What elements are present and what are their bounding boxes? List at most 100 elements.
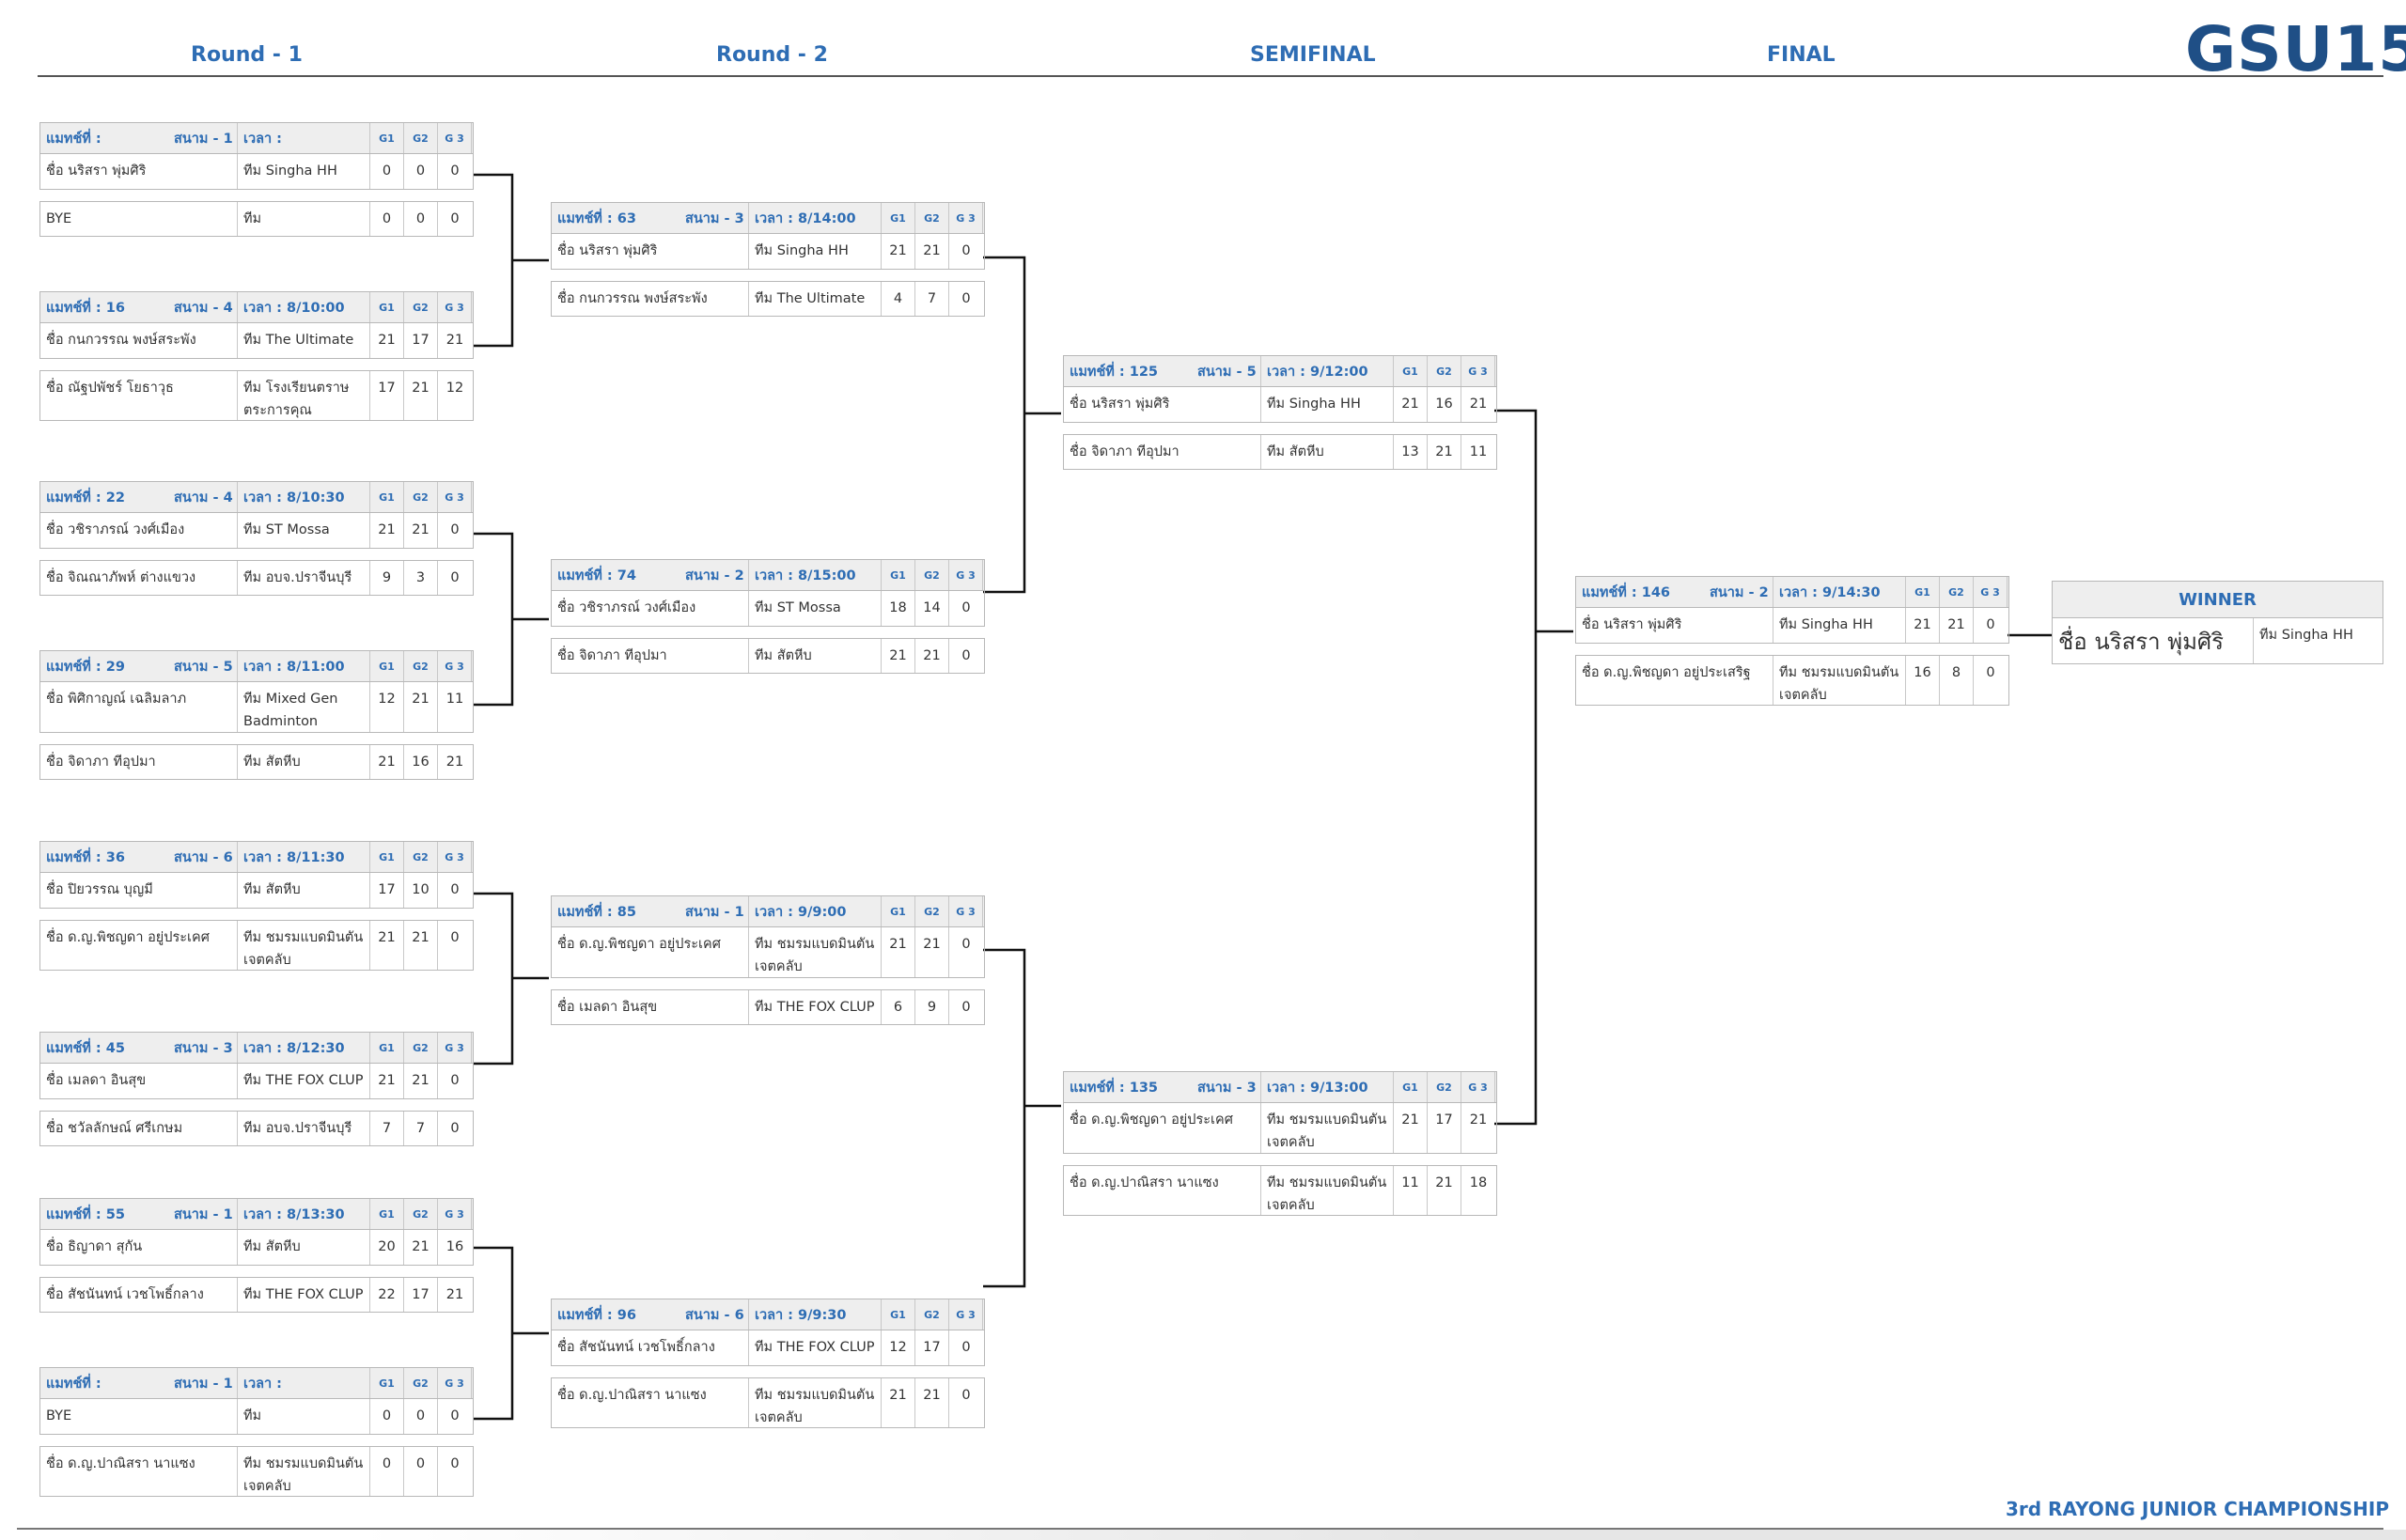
- game-label-3: G 3: [438, 842, 472, 872]
- game-score: 21: [404, 1064, 438, 1098]
- player-team: ทีม อบจ.ปราจีนบุรี: [238, 561, 370, 595]
- court-label: สนาม - 5: [1197, 364, 1257, 380]
- match-number: แมทช์ที่ : 55: [40, 1199, 238, 1229]
- game-label-3: G 3: [1461, 1072, 1495, 1102]
- game-score: 21: [404, 682, 438, 732]
- game-label-2: G2: [1940, 577, 1974, 607]
- player-team: ทีม THE FOX CLUP: [238, 1278, 370, 1312]
- game-label-2: G2: [404, 123, 438, 153]
- game-score: 17: [915, 1330, 949, 1365]
- game-score: 20: [370, 1230, 404, 1265]
- player-team: ทีม ชมรมแบดมินตัน เจตคลับ: [1261, 1166, 1394, 1215]
- connector-r2-2: [983, 948, 1026, 1288]
- round-2-heading: Round - 2: [716, 43, 828, 67]
- game-score: 18: [882, 591, 915, 626]
- player-team: ทีม ST Mossa: [238, 513, 370, 548]
- match-number: แมทช์ที่ : 146: [1576, 577, 1773, 607]
- game-score: 0: [450, 882, 460, 897]
- game-score: 16: [445, 1239, 464, 1254]
- player-row: ชื่อ ณัฐปพัชร์ โยธาวุธทีม โรงเรียนตราษตร…: [39, 370, 474, 421]
- game-score: 18: [1469, 1175, 1488, 1190]
- game-label-1: G1: [370, 123, 404, 153]
- player-row: ชื่อ ด.ญ.พิชญดา อยู่ประเคศทีม ชมรมแบดมิน…: [551, 927, 985, 978]
- player-team: ทีม THE FOX CLUP: [749, 990, 882, 1024]
- match-number: แมทช์ที่ : 74: [552, 560, 749, 590]
- game-label-3: G 3: [949, 896, 983, 926]
- header-divider: [38, 75, 2383, 77]
- player-team: ทีม Singha HH: [238, 154, 370, 189]
- game-score: 8: [1940, 656, 1974, 705]
- game-score: 21: [1394, 1103, 1428, 1153]
- player-row: ชื่อ ด.ญ.พิชญดา อยู่ประเคศทีม ชมรมแบดมิน…: [39, 920, 474, 971]
- game-score: 0: [450, 1121, 460, 1136]
- match-number: แมทช์ที่ : 125: [1064, 356, 1261, 386]
- player-name: ชื่อ ด.ญ.พิชญดา อยู่ประเสริฐ: [1576, 656, 1773, 705]
- game-score: 21: [1906, 608, 1940, 643]
- game-score: 17: [370, 371, 404, 420]
- match-number: แมทช์ที่ : 16: [40, 292, 238, 322]
- game-score: 0: [450, 522, 460, 537]
- game-score: 21: [882, 1378, 915, 1427]
- player-team: ทีม The Ultimate: [238, 323, 370, 358]
- match-time: เวลา :: [238, 1368, 370, 1398]
- player-team: ทีม THE FOX CLUP: [749, 1330, 882, 1365]
- game-score: 21: [445, 333, 464, 348]
- game-score: 7: [915, 282, 949, 316]
- game-score: 4: [882, 282, 915, 316]
- player-name: ชื่อ พิศิกาญณ์ เฉลิมลาภ: [40, 682, 238, 732]
- game-score: 21: [370, 745, 404, 779]
- match-number: แมทช์ที่ : 29: [40, 651, 238, 681]
- player-row: ชื่อ ด.ญ.ปาณิสรา นาแซงทีม ชมรมแบดมินตัน …: [1063, 1165, 1497, 1216]
- game-score: 21: [1428, 435, 1461, 469]
- court-label: สนาม - 5: [174, 659, 233, 675]
- game-score: 0: [450, 211, 460, 226]
- game-label-1: G1: [370, 1199, 404, 1229]
- match-time: เวลา : 8/10:00: [238, 292, 370, 322]
- game-score: 0: [961, 1388, 971, 1403]
- player-name: ชื่อ สัชนันทน์ เวชโพธิ์กลาง: [40, 1278, 238, 1312]
- game-label-2: G2: [915, 1299, 949, 1330]
- game-label-3: G 3: [1974, 577, 2008, 607]
- game-label-1: G1: [370, 1033, 404, 1063]
- match-time: เวลา : 9/9:30: [749, 1299, 882, 1330]
- match-time: เวลา : 8/11:30: [238, 842, 370, 872]
- game-score: 0: [370, 154, 404, 189]
- player-row: ชื่อ ชวัลลักษณ์ ศรีเกษมทีม อบจ.ปราจีนบุร…: [39, 1111, 474, 1146]
- player-row: ชื่อ พิศิกาญณ์ เฉลิมลาภทีม Mixed Gen Bad…: [39, 682, 474, 733]
- game-score: 10: [404, 873, 438, 908]
- game-score: 0: [450, 1073, 460, 1088]
- player-name: ชื่อ วชิราภรณ์ วงศ์เมือง: [552, 591, 749, 626]
- game-score: 0: [404, 1399, 438, 1434]
- game-score: 21: [1469, 1112, 1488, 1128]
- player-name: ชื่อ ด.ญ.ปาณิสรา นาแซง: [40, 1447, 238, 1496]
- game-score: 21: [915, 927, 949, 977]
- game-label-2: G2: [404, 292, 438, 322]
- player-row: ชื่อ สัชนันทน์ เวชโพธิ์กลางทีม THE FOX C…: [551, 1330, 985, 1366]
- player-team: ทีม ชมรมแบดมินตัน เจตคลับ: [1773, 656, 1906, 705]
- player-name: ชื่อ สัชนันทน์ เวชโพธิ์กลาง: [552, 1330, 749, 1365]
- game-score: 17: [404, 323, 438, 358]
- connector-r1-4: [474, 1246, 514, 1421]
- player-team: ทีม: [238, 1399, 370, 1434]
- player-name: ชื่อ จิดาภา ทีอุปมา: [552, 639, 749, 673]
- game-label-2: G2: [404, 651, 438, 681]
- game-score: 21: [1428, 1166, 1461, 1215]
- game-label-3: G 3: [438, 1368, 472, 1398]
- match-time: เวลา : 8/12:30: [238, 1033, 370, 1063]
